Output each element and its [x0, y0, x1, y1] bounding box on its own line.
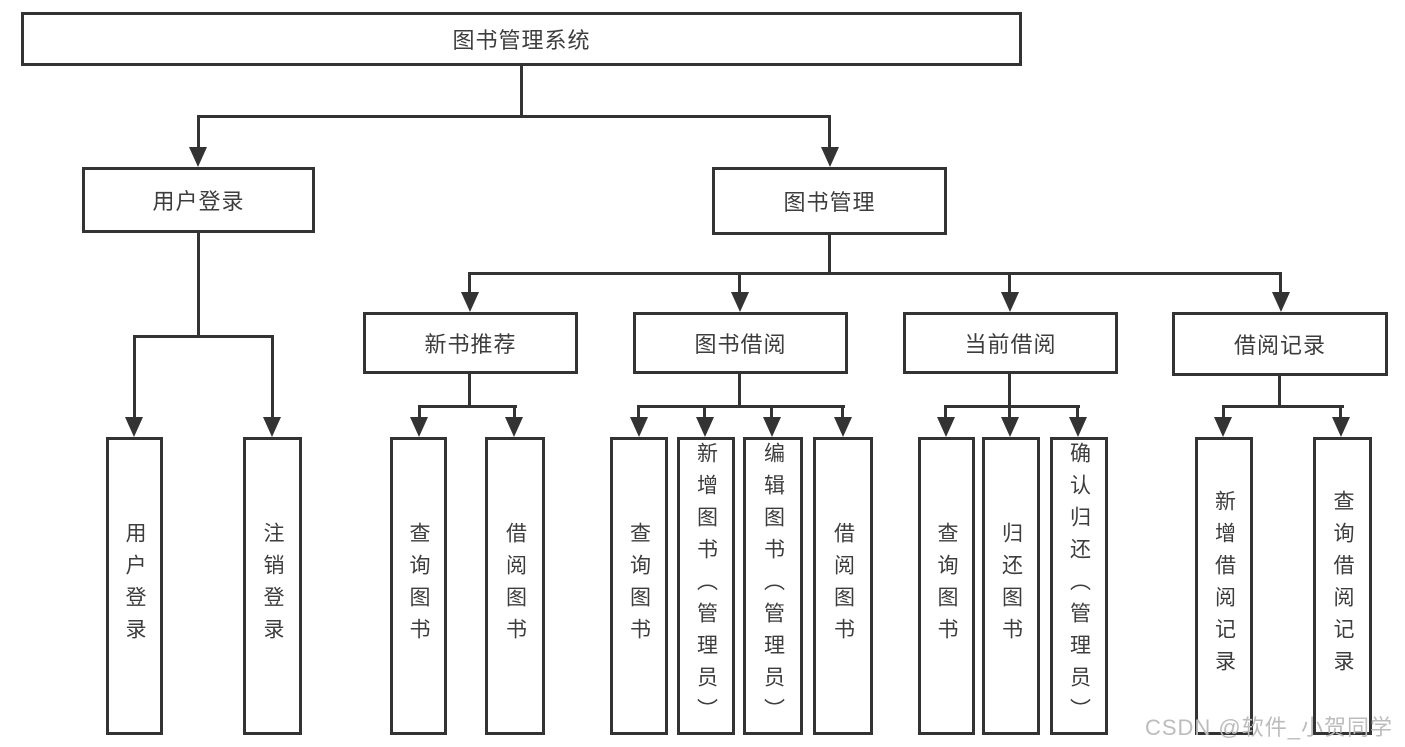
connector-line — [469, 272, 1282, 275]
leaf-logout-login-label: 注销登录 — [261, 522, 284, 650]
leaf-edit-books-admin: 编辑图书（管理员） — [743, 437, 803, 735]
arrow-down-icon — [731, 292, 749, 312]
connector-line — [197, 115, 831, 118]
connector-line — [1222, 405, 1344, 408]
connector-line — [828, 115, 831, 150]
leaf-add-books-admin: 新增图书（管理员） — [677, 437, 735, 735]
connector-line — [468, 373, 471, 407]
user-login-node: 用户登录 — [82, 167, 315, 233]
connector-line — [738, 272, 741, 294]
connector-line — [1076, 405, 1079, 419]
arrow-down-icon — [1332, 417, 1350, 437]
connector-line — [944, 405, 1080, 408]
leaf-add-borrow-record: 新增借阅记录 — [1195, 437, 1253, 735]
leaf-add-borrow-record-label: 新增借阅记录 — [1212, 490, 1236, 682]
leaf-borrow-books-recommend: 借阅图书 — [485, 437, 545, 735]
arrow-down-icon — [1001, 292, 1019, 312]
group-current-borrow-label: 当前借阅 — [964, 332, 1057, 357]
leaf-query-books-current: 查询图书 — [918, 437, 975, 735]
arrow-down-icon — [1272, 292, 1290, 312]
connector-line — [133, 335, 274, 338]
arrow-down-icon — [263, 417, 281, 437]
group-current-borrow-node: 当前借阅 — [903, 312, 1118, 374]
group-borrow-records-node: 借阅记录 — [1172, 312, 1388, 376]
connector-line — [520, 64, 523, 117]
leaf-query-borrow-record-label: 查询借阅记录 — [1331, 490, 1354, 682]
leaf-query-books-recommend-label: 查询图书 — [407, 522, 430, 650]
leaf-borrow-books-recommend-label: 借阅图书 — [503, 522, 527, 650]
leaf-edit-books-admin-label: 编辑图书（管理员） — [761, 442, 785, 730]
arrow-down-icon — [696, 417, 714, 437]
connector-line — [197, 115, 200, 150]
connector-line — [1278, 375, 1281, 407]
connector-line — [944, 405, 947, 419]
connector-line — [271, 335, 274, 419]
connector-line — [841, 405, 844, 419]
connector-line — [637, 405, 845, 408]
connector-line — [513, 405, 516, 419]
root-node: 图书管理系统 — [21, 12, 1022, 66]
arrow-down-icon — [630, 417, 648, 437]
book-management-label: 图书管理 — [783, 190, 876, 215]
connector-line — [828, 233, 831, 274]
arrow-down-icon — [189, 147, 207, 167]
arrow-down-icon — [937, 417, 955, 437]
leaf-return-books-label: 归还图书 — [999, 522, 1023, 650]
leaf-query-books-borrow-label: 查询图书 — [627, 522, 651, 650]
group-book-borrow-label: 图书借阅 — [694, 332, 787, 357]
leaf-confirm-return-admin-label: 确认归还（管理员） — [1067, 442, 1091, 730]
arrow-down-icon — [1001, 417, 1019, 437]
connector-line — [738, 373, 741, 407]
group-book-borrow-node: 图书借阅 — [633, 312, 848, 374]
leaf-borrow-books: 借阅图书 — [813, 437, 873, 735]
connector-line — [770, 405, 773, 419]
connector-line — [1008, 373, 1011, 407]
connector-line — [1008, 405, 1011, 419]
leaf-query-books-borrow: 查询图书 — [610, 437, 668, 735]
leaf-query-books-current-label: 查询图书 — [935, 522, 958, 650]
leaf-query-borrow-record: 查询借阅记录 — [1313, 437, 1372, 735]
connector-line — [1339, 405, 1342, 419]
connector-line — [1279, 272, 1282, 294]
leaf-confirm-return-admin: 确认归还（管理员） — [1050, 437, 1108, 735]
connector-line — [1222, 405, 1225, 419]
user-login-label: 用户登录 — [152, 189, 245, 214]
group-new-book-recommend-node: 新书推荐 — [363, 312, 578, 374]
arrow-down-icon — [834, 417, 852, 437]
connector-line — [703, 405, 706, 419]
root-label: 图书管理系统 — [452, 28, 591, 53]
connector-line — [197, 231, 200, 337]
group-borrow-records-label: 借阅记录 — [1233, 333, 1326, 358]
book-management-node: 图书管理 — [712, 167, 947, 235]
arrow-down-icon — [1069, 417, 1087, 437]
arrow-down-icon — [461, 292, 479, 312]
arrow-down-icon — [821, 147, 839, 167]
arrow-down-icon — [125, 417, 143, 437]
leaf-user-login-label: 用户登录 — [123, 522, 146, 650]
leaf-query-books-recommend: 查询图书 — [390, 437, 447, 735]
connector-line — [418, 405, 517, 408]
connector-line — [1008, 272, 1011, 294]
leaf-borrow-books-label: 借阅图书 — [831, 522, 855, 650]
connector-line — [468, 272, 471, 294]
connector-line — [418, 405, 421, 419]
arrow-down-icon — [763, 417, 781, 437]
leaf-add-books-admin-label: 新增图书（管理员） — [694, 442, 718, 730]
leaf-logout-login: 注销登录 — [243, 437, 302, 735]
connector-line — [133, 335, 136, 419]
arrow-down-icon — [1214, 417, 1232, 437]
csdn-watermark: CSDN @软件_小贺同学 — [1144, 715, 1393, 740]
leaf-return-books: 归还图书 — [982, 437, 1040, 735]
arrow-down-icon — [505, 417, 523, 437]
connector-line — [637, 405, 640, 419]
group-new-book-recommend-label: 新书推荐 — [424, 332, 517, 357]
arrow-down-icon — [410, 417, 428, 437]
leaf-user-login: 用户登录 — [106, 437, 163, 735]
